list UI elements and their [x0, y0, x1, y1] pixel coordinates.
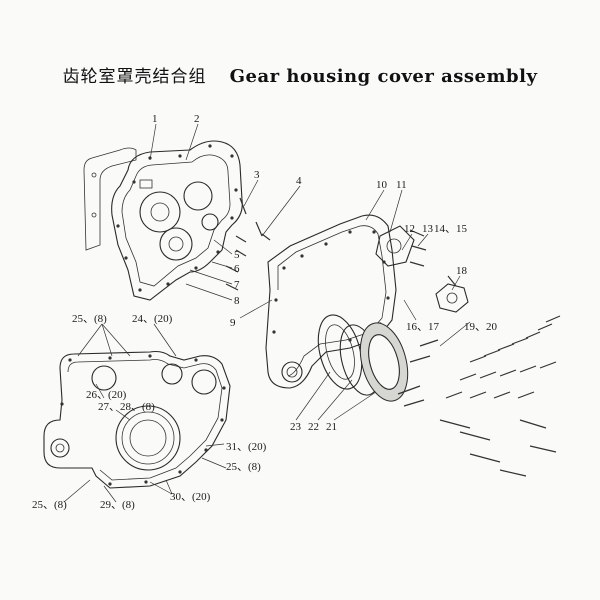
callout-2: 2: [194, 113, 200, 125]
callout-25-b: 25、(8): [226, 461, 261, 473]
bolt-array: [397, 315, 561, 477]
leader-lines: [63, 123, 471, 503]
callout-30: 30、(20): [170, 491, 211, 503]
title-english: Gear housing cover assembly: [229, 66, 538, 87]
callout-22: 22: [308, 421, 319, 433]
callout-25-a: 25、(8): [72, 313, 107, 325]
callout-14-15: 14、15: [434, 223, 467, 235]
gear-housing-plate-part-2: [111, 140, 243, 301]
callout-21: 21: [326, 421, 337, 433]
callout-13: 13: [422, 223, 434, 235]
callout-labels: 1 2 3 4 5 6 7 8 9 10 11 12 13 14、15 18 1…: [32, 113, 497, 511]
callout-19-20: 19、20: [464, 321, 497, 333]
callout-6: 6: [234, 263, 240, 275]
callout-18: 18: [456, 265, 468, 277]
callout-11: 11: [396, 179, 407, 191]
callout-24: 24、(20): [132, 313, 173, 325]
gear-housing-cover-part-10: [265, 214, 397, 389]
page-title: 齿轮室罩壳结合组 Gear housing cover assembly: [0, 62, 600, 88]
callout-31: 31、(20): [226, 441, 267, 453]
gasket-part-1: [83, 147, 137, 251]
callout-25-c: 25、(8): [32, 499, 67, 511]
callout-29: 29、(8): [100, 499, 135, 511]
callout-26: 26、(20): [86, 389, 127, 401]
callout-9: 9: [230, 317, 236, 329]
callout-16-17: 16、17: [406, 321, 439, 333]
callout-7: 7: [234, 279, 240, 291]
callout-23: 23: [290, 421, 302, 433]
seal-rings-part-21-23: [317, 314, 409, 402]
callout-10: 10: [376, 179, 388, 191]
callout-8: 8: [234, 295, 240, 307]
lower-cover-gasket-parts-24-31: [43, 350, 231, 489]
callout-12: 12: [404, 223, 415, 235]
title-chinese: 齿轮室罩壳结合组: [62, 67, 207, 87]
callout-5: 5: [234, 249, 240, 261]
callout-27-28: 27、28、(8): [98, 401, 155, 413]
callout-4: 4: [296, 175, 302, 187]
small-parts-11-18: [375, 225, 469, 313]
callout-1: 1: [152, 113, 158, 125]
bolts-part-3-4: [225, 197, 271, 291]
callout-3: 3: [254, 169, 260, 181]
